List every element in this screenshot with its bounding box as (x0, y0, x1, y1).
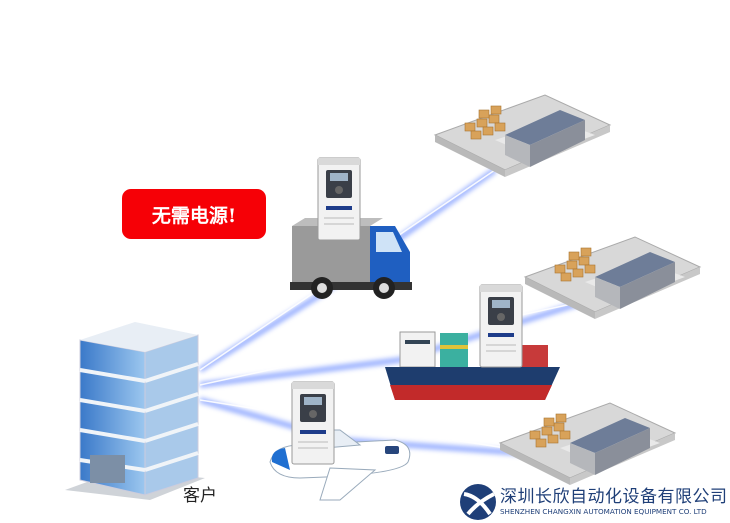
company-name-cn: 深圳长欣自动化设备有限公司 (500, 487, 728, 507)
airplane-icon (269, 429, 411, 501)
inverter-on-truck-icon (317, 157, 361, 241)
company-name-en: SHENZHEN CHANGXIN AUTOMATION EQUIPMENT C… (500, 507, 707, 516)
inverter-on-ship-icon (479, 284, 523, 368)
company-logo-icon (460, 484, 496, 520)
warehouse-bottom (499, 402, 676, 486)
cargo-ship-icon (385, 331, 560, 400)
customer-building-icon (65, 322, 205, 500)
no-power-required-badge: 无需电源! (122, 189, 266, 239)
warehouse-middle (524, 236, 701, 320)
warehouse-top (434, 94, 611, 178)
inverter-on-plane-icon (291, 381, 335, 465)
company-logo: 深圳长欣自动化设备有限公司 SHENZHEN CHANGXIN AUTOMATI… (458, 482, 728, 522)
customer-label: 客户 (183, 486, 217, 506)
